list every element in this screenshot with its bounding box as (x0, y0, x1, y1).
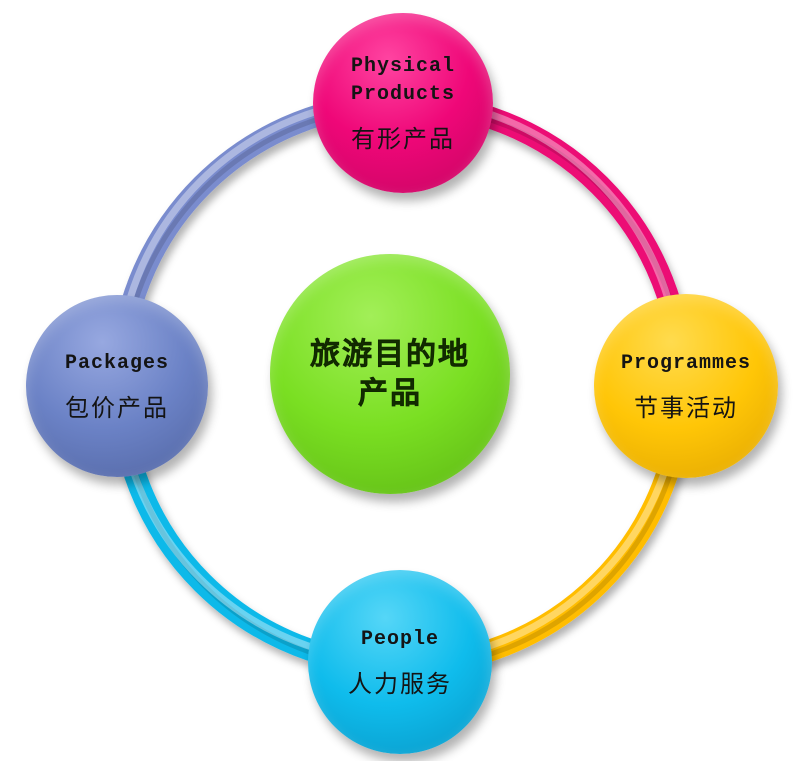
node-packages: Packages 包价产品 (26, 295, 208, 477)
node-tourism-destination-products: 旅游目的地 产品 (270, 254, 510, 494)
node-programmes: Programmes 节事活动 (594, 294, 778, 478)
node-label-zh: 有形产品 (351, 125, 455, 153)
node-label-en: Programmes (620, 351, 752, 375)
node-label-zh: 包价产品 (65, 394, 169, 422)
node-label-en: Physical Products (350, 54, 455, 106)
node-label-en: People (360, 627, 439, 651)
center-label: 旅游目的地 产品 (310, 338, 470, 411)
node-label-en: Packages (64, 351, 169, 375)
node-label-zh: 人力服务 (348, 670, 452, 698)
node-physical-products: Physical Products 有形产品 (313, 13, 493, 193)
node-label-zh: 节事活动 (634, 394, 738, 422)
node-people: People 人力服务 (308, 570, 492, 754)
